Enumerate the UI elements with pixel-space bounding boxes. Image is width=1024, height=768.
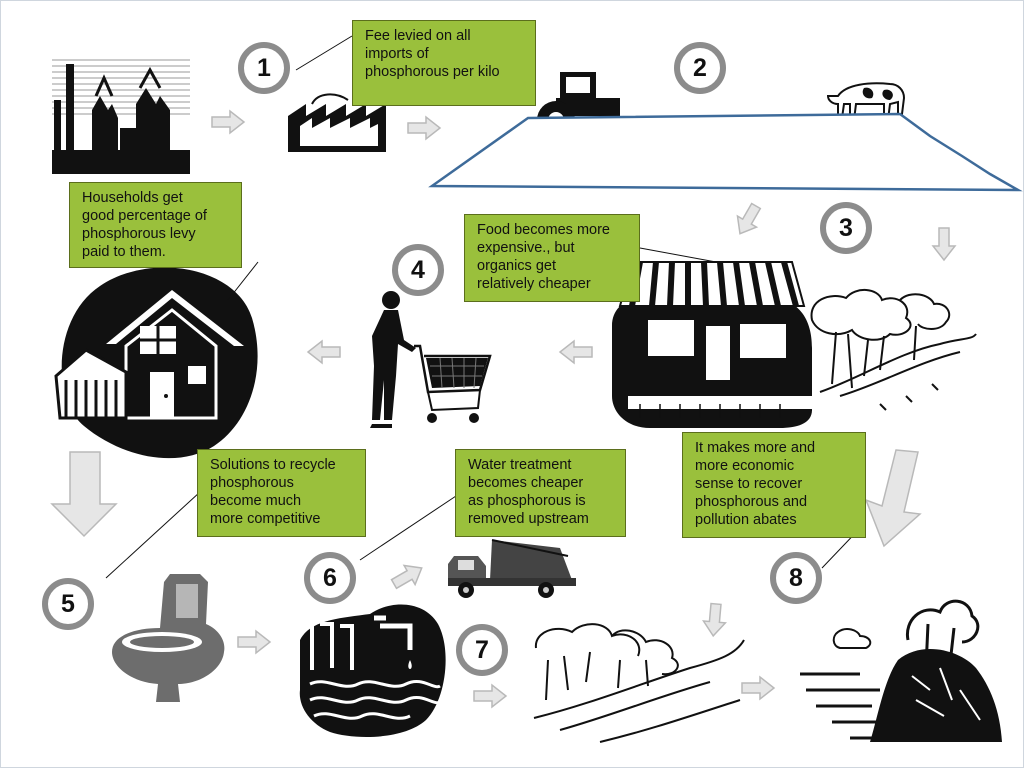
callout-households: Households get good percentage of phosph…: [69, 182, 242, 268]
shopper-cart-icon: [370, 291, 492, 428]
arrow-treatment-to-truck: [387, 557, 428, 595]
arrow-mine-to-factory: [211, 110, 245, 134]
field-icon: [428, 112, 1023, 192]
arrow-farm-to-shop: [729, 199, 767, 240]
arrow-house-to-toilet: [50, 451, 118, 538]
forest-river-icon: [533, 623, 745, 743]
step-8-badge: 8: [770, 552, 822, 604]
callout-recycle: Solutions to recycle phosphorous become …: [197, 449, 366, 537]
cow-icon: [826, 82, 906, 121]
callout-fee-levied: Fee levied on all imports of phosphorous…: [352, 20, 536, 106]
leader-fee: [295, 35, 353, 71]
leader-recycle: [105, 491, 201, 579]
leader-food: [639, 247, 717, 263]
dump-truck-icon: [448, 539, 576, 598]
arrow-farm-to-trees: [932, 227, 956, 261]
step-3-badge: 3: [820, 202, 872, 254]
water-treatment-icon: [299, 604, 446, 737]
callout-food-cost: Food becomes more expensive., but organi…: [464, 214, 640, 302]
arrow-trees-to-lake: [864, 449, 922, 548]
leader-water: [359, 495, 457, 561]
step-7-badge: 7: [456, 624, 508, 676]
trees-hill-icon: [810, 289, 977, 411]
step-5-badge: 5: [42, 578, 94, 630]
arrow-toilet-to-treatment: [237, 630, 271, 654]
shop-icon: [612, 261, 812, 428]
callout-economic-sense: It makes more and more economic sense to…: [682, 432, 866, 538]
house-icon: [54, 267, 258, 459]
arrow-into-forest: [701, 602, 728, 638]
arrow-shopper-to-house: [307, 340, 341, 364]
mine-icon: [52, 54, 190, 174]
arrow-forest-to-lake: [741, 676, 775, 700]
lake-tree-icon: [800, 599, 1002, 742]
callout-water-treatment: Water treatment becomes cheaper as phosp…: [455, 449, 626, 537]
step-4-badge: 4: [392, 244, 444, 296]
toilet-icon: [112, 574, 225, 702]
arrow-factory-to-farm: [407, 116, 441, 140]
flow-arrows: [50, 110, 956, 708]
arrow-shop-to-shopper: [559, 340, 593, 364]
step-2-badge: 2: [674, 42, 726, 94]
step-6-badge: 6: [304, 552, 356, 604]
factory-icon: [288, 93, 386, 152]
arrow-treatment-to-forest: [473, 684, 507, 708]
leader-households: [227, 261, 259, 301]
step-1-badge: 1: [238, 42, 290, 94]
